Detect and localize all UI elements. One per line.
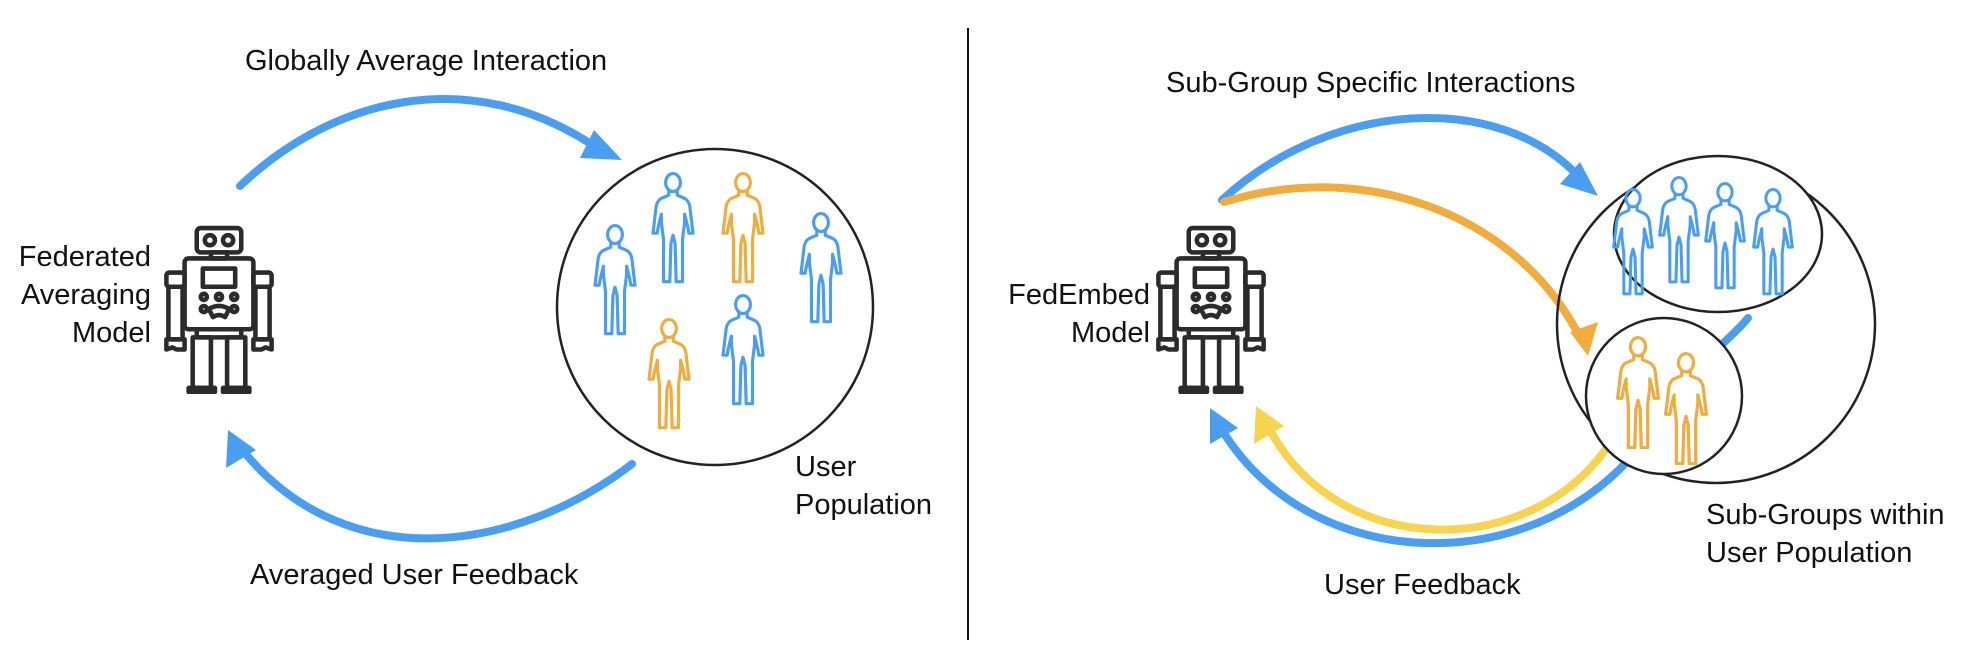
subgroups-label: Sub-Groups within User Population — [1706, 499, 1945, 569]
user-feedback-label: User Feedback — [1324, 569, 1521, 601]
user-population-label: User Population — [795, 451, 933, 521]
global-interaction-arrowhead — [580, 130, 622, 160]
user-population-circle — [555, 147, 875, 467]
right-panel — [1158, 114, 1877, 548]
subgroup-orange-interaction-arrow — [1220, 183, 1580, 334]
user-person-icon — [721, 294, 765, 406]
blue-feedback-arrowhead — [1210, 408, 1238, 444]
fedembed-robot-icon — [1158, 228, 1263, 392]
federated-averaging-model-label: Federated Averaging Model — [18, 241, 151, 349]
averaged-feedback-arrowhead — [226, 430, 256, 468]
user-person-icon — [647, 318, 691, 430]
federated-averaging-robot-icon — [166, 228, 271, 392]
subgroup-blue-interaction-arrow — [1218, 114, 1584, 204]
left-panel — [166, 95, 875, 543]
fedembed-model-label: FedEmbed Model — [1008, 279, 1150, 349]
user-person-icon — [721, 172, 765, 284]
subgroup-interaction-label: Sub-Group Specific Interactions — [1166, 67, 1576, 99]
user-person-icon — [651, 172, 695, 284]
averaged-feedback-label: Averaged User Feedback — [250, 559, 579, 591]
averaged-feedback-arrow — [240, 448, 636, 543]
global-interaction-label: Globally Average Interaction — [245, 45, 608, 77]
user-person-icon — [799, 212, 843, 324]
subgroup-orange-interaction-arrowhead — [1570, 322, 1598, 356]
global-interaction-arrow — [236, 95, 604, 190]
user-person-icon — [593, 224, 637, 336]
subgroup-blue-interaction-arrowhead — [1560, 162, 1598, 196]
subgroup-b-circle — [1584, 316, 1744, 476]
yellow-feedback-arrow — [1266, 426, 1612, 534]
yellow-feedback-arrowhead — [1254, 406, 1284, 444]
